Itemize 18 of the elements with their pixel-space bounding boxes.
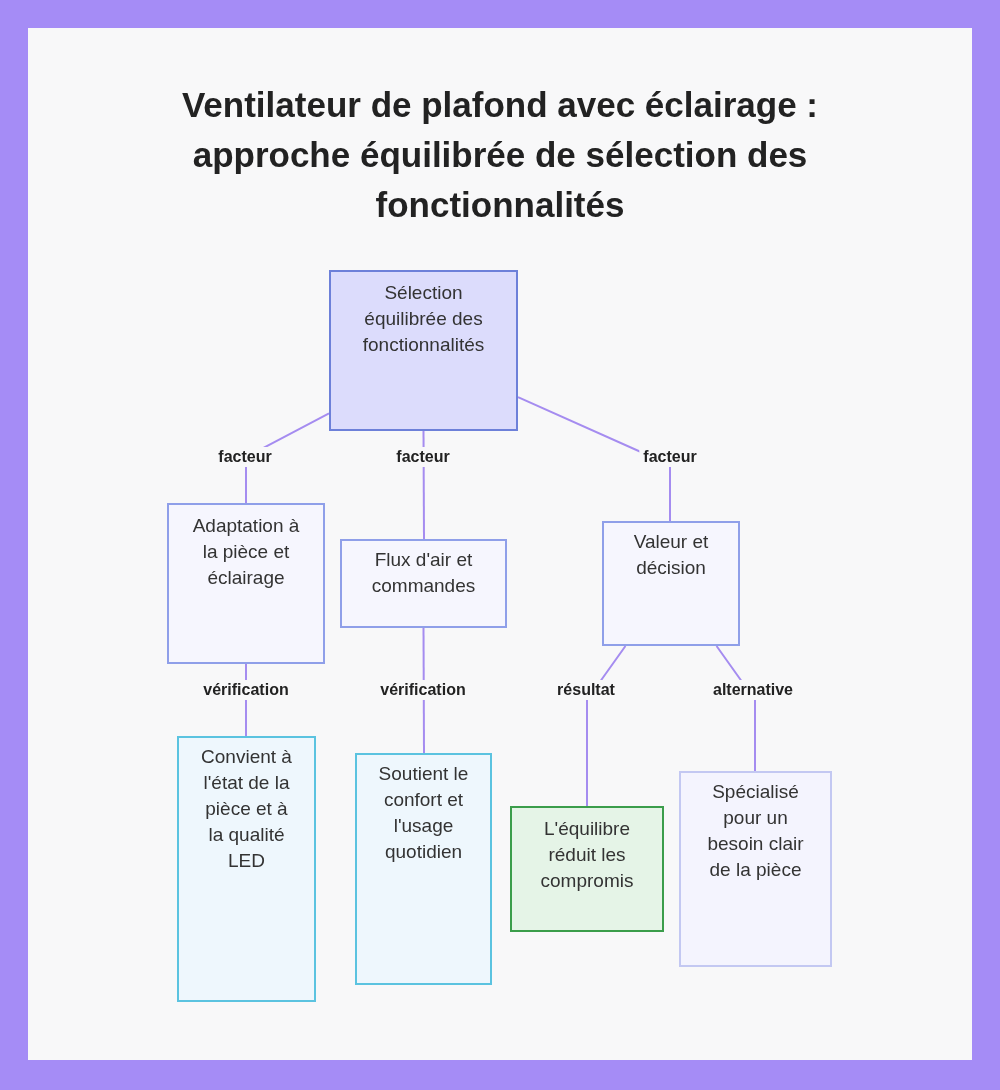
node-text: Flux d'air et commandes — [370, 548, 477, 598]
concept-box — [679, 771, 832, 967]
node-text: L'équilibre réduit les compromis — [539, 817, 635, 893]
node-text: Soutient le confort et l'usage quotidien — [377, 762, 470, 864]
concept-box — [329, 270, 518, 431]
node-text: Spécialisé pour un besoin clair de la pièce — [706, 780, 805, 882]
node-text: Convient à l'état de la pièce et à la qualité LED — [200, 745, 293, 873]
concept-box — [340, 539, 507, 628]
title: Ventilateur de plafond avec éclairage : approche équilibrée de sélection des fonctionnalités — [180, 84, 820, 226]
concept-box — [510, 806, 664, 932]
concept-box — [602, 521, 740, 646]
concept-box — [177, 736, 316, 1002]
node-text: Sélection équilibrée des fonctionnalités — [361, 281, 486, 357]
connector-line — [586, 645, 627, 807]
node-text: Adaptation à la pièce et éclairage — [191, 514, 301, 590]
concept-box — [355, 753, 492, 985]
node-text: Valeur et décision — [632, 530, 710, 580]
concept-box — [167, 503, 325, 664]
